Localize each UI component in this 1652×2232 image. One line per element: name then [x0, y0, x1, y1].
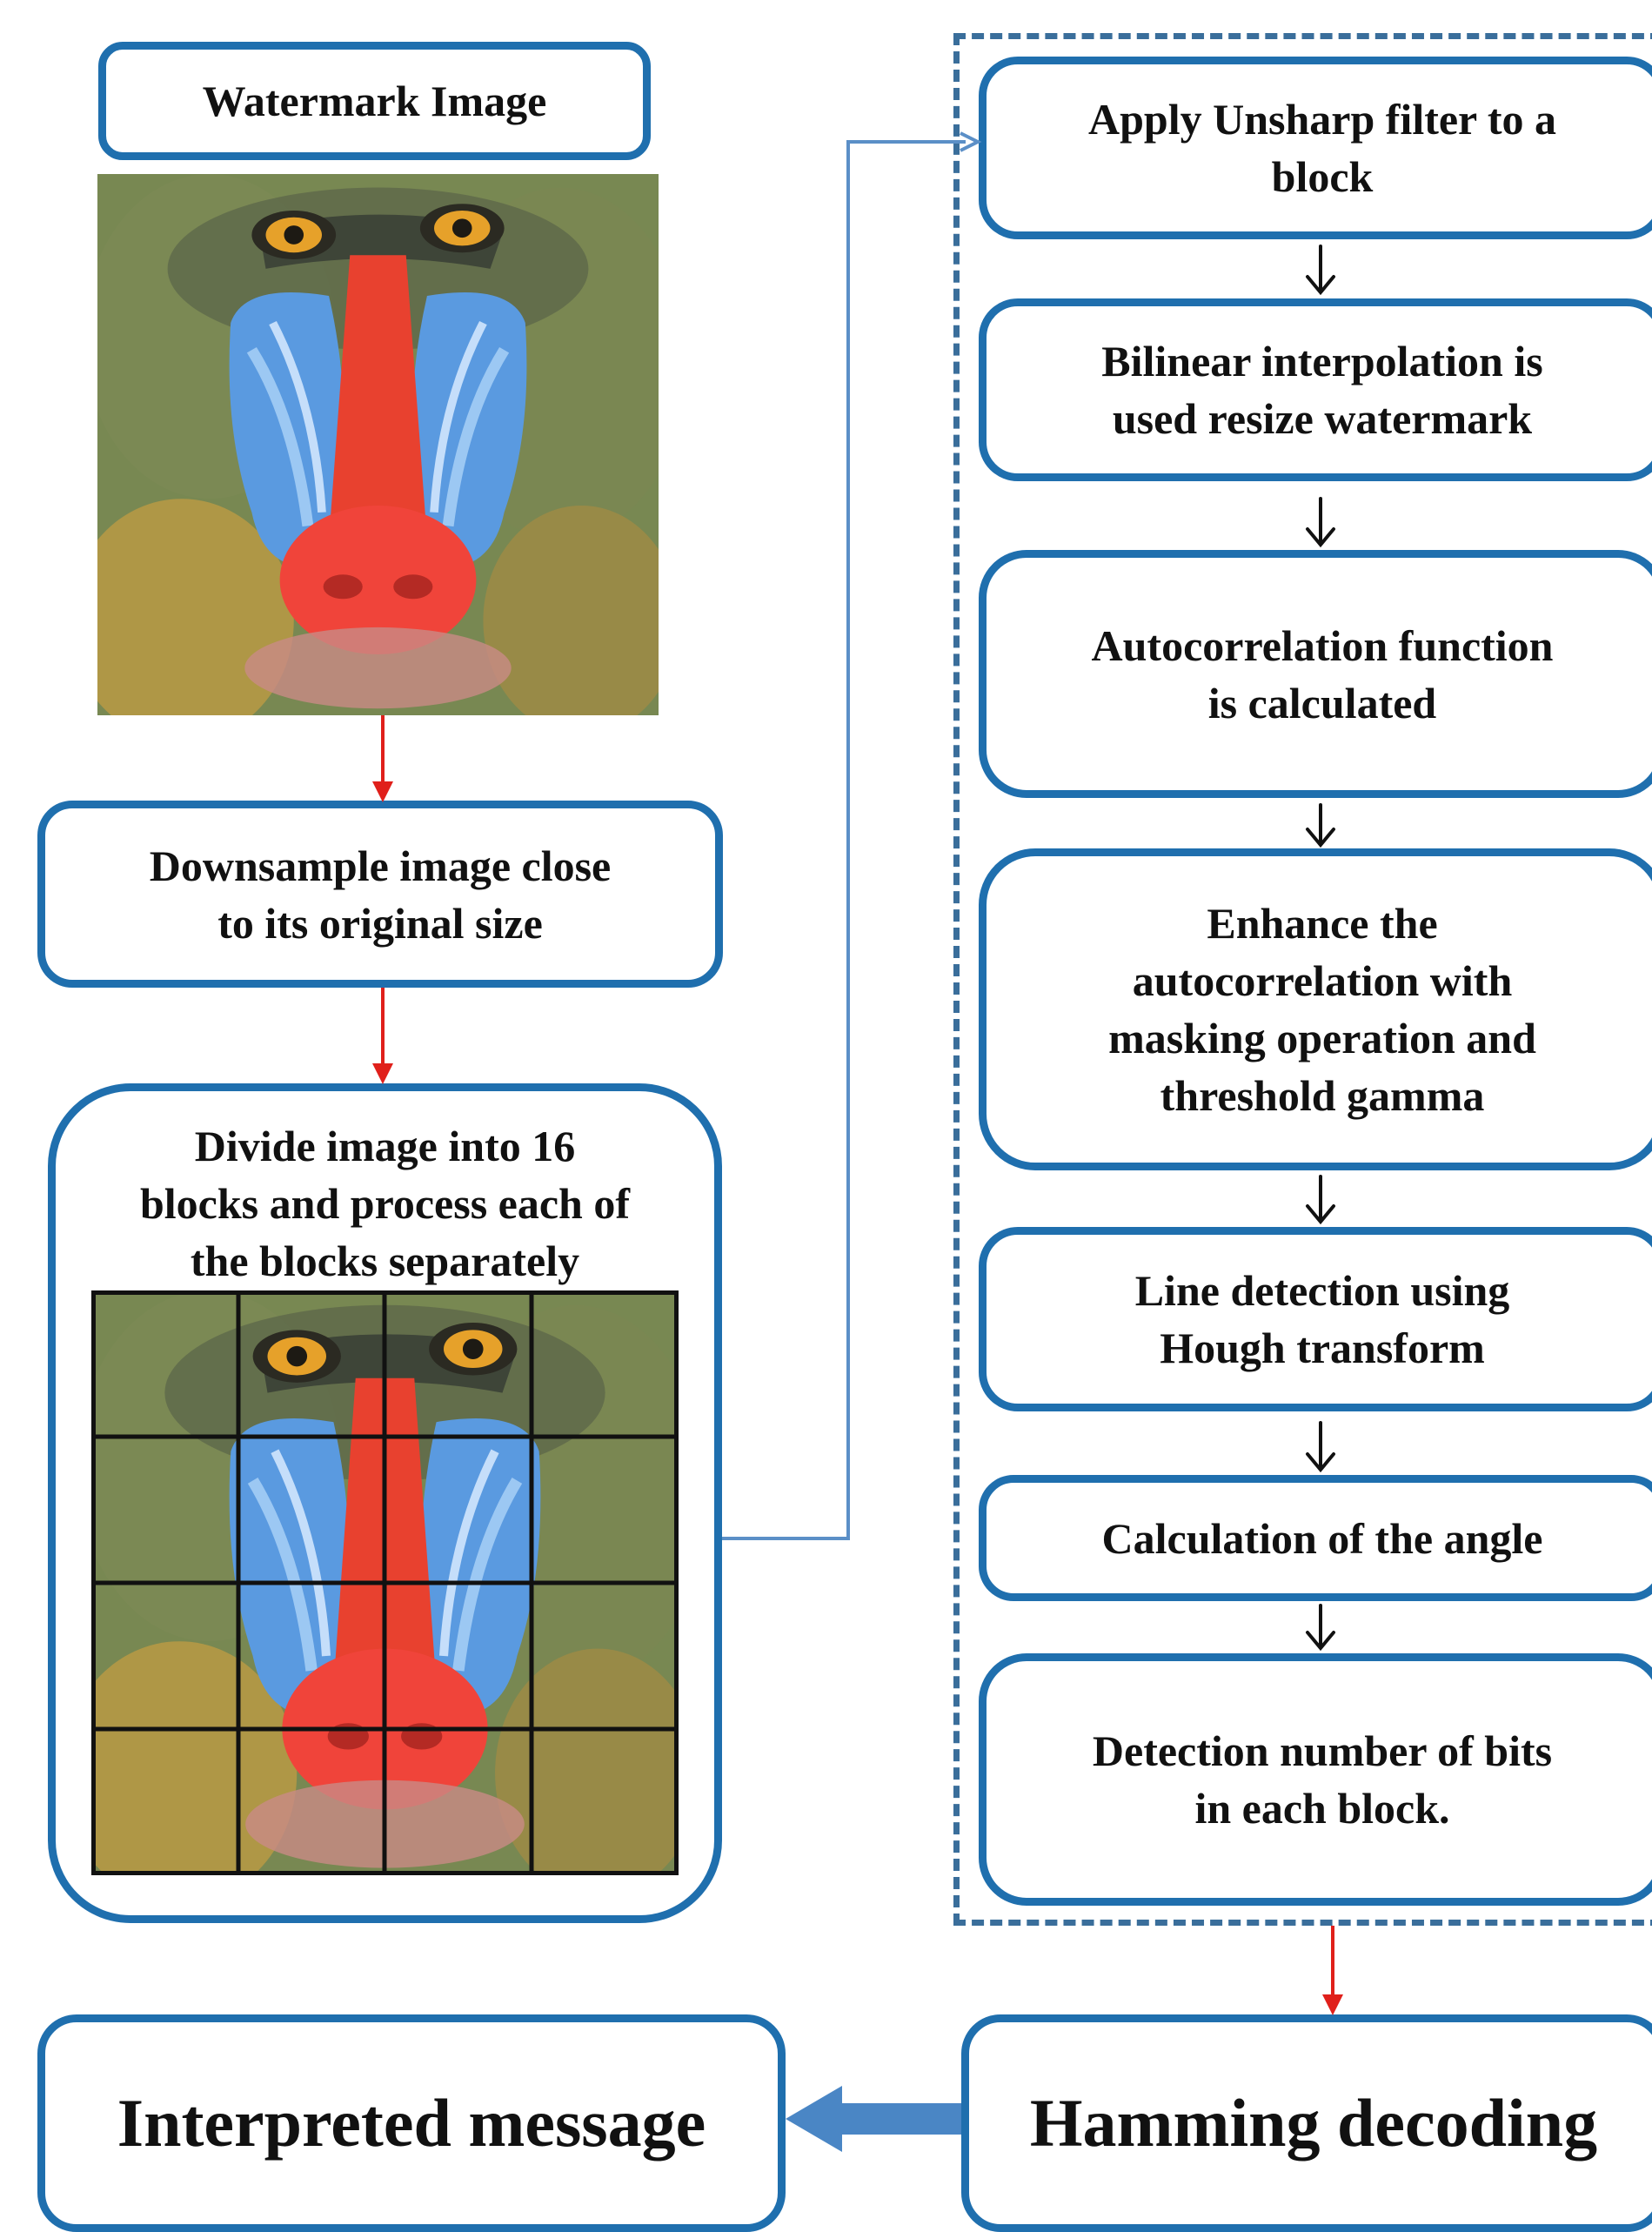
red-arrow-process-to-hamming [1322, 1926, 1343, 2015]
arrow-step-5-6 [1308, 1423, 1334, 1470]
blue-connector-divide-to-unsharp [722, 133, 978, 1538]
arrow-step-3-4 [1308, 805, 1334, 845]
arrow-step-4-5 [1308, 1176, 1334, 1222]
thick-arrow-hamming-to-message [786, 2086, 961, 2152]
red-arrow-watermark-to-downsample [372, 715, 393, 802]
arrow-step-6-7 [1308, 1605, 1334, 1648]
red-arrow-downsample-to-divide [372, 988, 393, 1084]
step-arrows [1308, 246, 1334, 1648]
arrow-step-1-2 [1308, 246, 1334, 292]
arrow-step-2-3 [1308, 499, 1334, 545]
